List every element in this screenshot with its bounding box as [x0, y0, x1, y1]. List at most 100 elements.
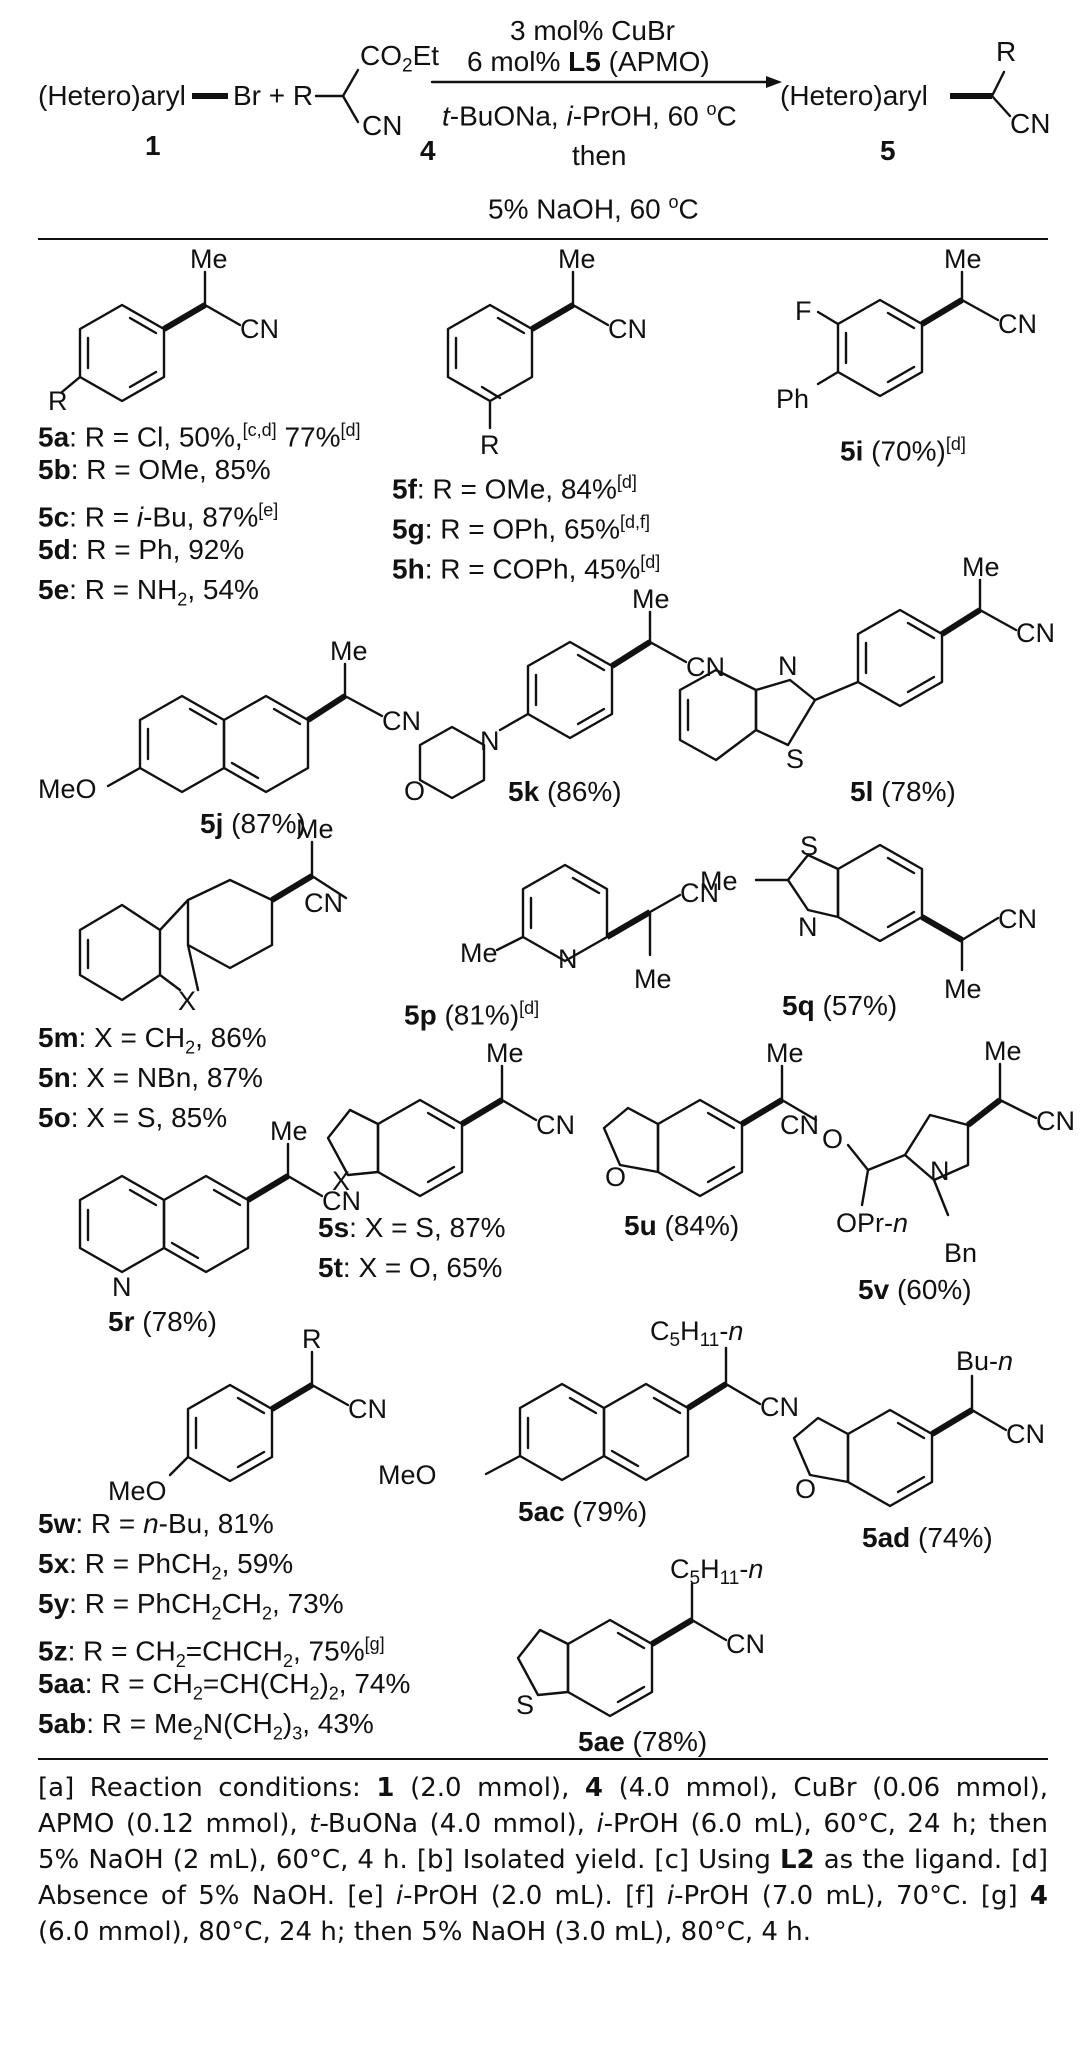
svg-text:Bn: Bn [944, 1238, 977, 1268]
svg-text:C5H11-n: C5H11-n [670, 1554, 763, 1589]
svg-text:Me: Me [962, 552, 1000, 582]
label-5w: 5w: R = n-Bu, 81% [38, 1508, 274, 1539]
svg-text:C5H11-n: C5H11-n [650, 1316, 743, 1351]
svg-text:CN: CN [998, 904, 1037, 934]
label-5j: 5j (87%) [200, 808, 306, 839]
svg-text:O: O [404, 776, 425, 806]
footnote-divider [38, 1758, 1048, 1760]
svg-text:X: X [332, 1166, 350, 1196]
structure-5p [495, 863, 682, 963]
svg-text:S: S [516, 1690, 534, 1720]
svg-text:CN: CN [998, 309, 1037, 339]
label-5a: 5a: R = Cl, 50%,[c,d] 77%[d] [38, 420, 361, 453]
label-5b: 5b: R = OMe, 85% [38, 454, 271, 485]
svg-text:Me: Me [944, 244, 982, 274]
label-5q: 5q (57%) [782, 990, 898, 1021]
reagent-4-number: 4 [420, 135, 436, 166]
reagent-aryl-label: (Hetero)aryl [38, 80, 186, 111]
condition-ligand: 6 mol% L5 (APMO) [467, 46, 710, 77]
svg-text:Me: Me [984, 1036, 1022, 1066]
label-5k: 5k (86%) [508, 776, 622, 807]
svg-text:S: S [800, 831, 818, 861]
label-5ac: 5ac (79%) [518, 1496, 648, 1527]
structure-5f [446, 270, 610, 430]
svg-text:Me: Me [558, 244, 596, 274]
svg-text:CN: CN [536, 1110, 575, 1140]
svg-text:Me: Me [270, 1116, 308, 1146]
label-5y: 5y: R = PhCH2CH2, 73% [38, 1588, 344, 1624]
label-5o: 5o: X = S, 85% [38, 1102, 228, 1133]
svg-text:Me: Me [700, 866, 738, 896]
structure-5l [678, 578, 1018, 762]
label-5r: 5r (78%) [108, 1306, 217, 1337]
svg-text:Me: Me [330, 636, 368, 666]
label-5h: 5h: R = COPh, 45%[d] [392, 552, 661, 585]
structure-5w [168, 1350, 350, 1483]
svg-text:CN: CN [1006, 1419, 1045, 1449]
svg-text:CN: CN [686, 652, 725, 682]
svg-text:Me: Me [632, 584, 670, 614]
structure-5k [418, 610, 688, 800]
label-5e: 5e: R = NH2, 54% [38, 574, 259, 610]
svg-text:Me: Me [766, 1038, 804, 1068]
label-5aa: 5aa: R = CH2=CH(CH2)2, 74% [38, 1668, 411, 1704]
svg-text:Me: Me [190, 244, 228, 274]
svg-text:N: N [480, 726, 500, 756]
svg-text:S: S [786, 744, 804, 774]
condition-naoh: 5% NaOH, 60 oC [488, 192, 699, 225]
label-5s: 5s: X = S, 87% [318, 1212, 506, 1243]
svg-text:F: F [795, 296, 812, 326]
svg-text:O: O [605, 1162, 626, 1192]
label-5m: 5m: X = CH2, 86% [38, 1022, 267, 1058]
svg-text:Me: Me [486, 1038, 524, 1068]
svg-text:Me: Me [944, 974, 982, 1004]
label-5v: 5v (60%) [858, 1274, 972, 1305]
svg-text:CN: CN [348, 1394, 387, 1424]
malonate-ester-label: CO2Et [360, 40, 440, 77]
svg-text:CN: CN [1016, 618, 1055, 648]
svg-text:CN: CN [240, 314, 279, 344]
svg-text:CN: CN [780, 1110, 819, 1140]
svg-text:Me: Me [634, 964, 672, 994]
svg-text:O: O [822, 1124, 843, 1154]
label-5l: 5l (78%) [850, 776, 956, 807]
label-5ab: 5ab: R = Me2N(CH2)3, 43% [38, 1708, 374, 1744]
svg-text:O: O [795, 1474, 816, 1504]
svg-text:CN: CN [760, 1392, 799, 1422]
scheme-bonds [192, 68, 1012, 124]
condition-cubr: 3 mol% CuBr [510, 15, 675, 46]
svg-text:R: R [48, 386, 68, 416]
label-5n: 5n: X = NBn, 87% [38, 1062, 263, 1093]
reagent-br-label: Br + R [233, 80, 314, 111]
structure-5i [816, 270, 1000, 398]
svg-text:CN: CN [726, 1629, 765, 1659]
svg-text:X: X [178, 986, 196, 1016]
structure-5ac [484, 1346, 762, 1482]
structure-5j [106, 662, 384, 794]
svg-text:MeO: MeO [108, 1476, 167, 1506]
structure-5m [78, 840, 348, 1002]
structure-5v [846, 1062, 1038, 1217]
svg-text:CN: CN [322, 1186, 361, 1216]
label-5d: 5d: R = Ph, 92% [38, 534, 245, 565]
structure-5ad [792, 1374, 1008, 1508]
svg-text:OPr-n: OPr-n [836, 1208, 908, 1238]
structure-5a [60, 270, 242, 403]
product-cn-label: CN [1010, 108, 1051, 139]
label-5ae: 5ae (78%) [578, 1726, 708, 1757]
svg-text:CN: CN [382, 706, 421, 736]
label-5z: 5z: R = CH2=CHCH2, 75%[g] [38, 1634, 385, 1671]
footnote-text: [a] Reaction conditions: 1 (2.0 mmol), 4… [38, 1773, 1049, 1947]
product-r-label: R [996, 36, 1017, 67]
svg-text:N: N [558, 944, 578, 974]
svg-text:CN: CN [608, 314, 647, 344]
structure-5q [754, 843, 1000, 972]
svg-text:MeO: MeO [378, 1460, 437, 1490]
structure-5r [78, 1142, 324, 1274]
product-aryl-label: (Hetero)aryl [780, 80, 928, 111]
label-5c: 5c: R = i-Bu, 87%[e] [38, 500, 279, 533]
svg-text:MeO: MeO [38, 774, 97, 804]
svg-text:N: N [930, 1156, 950, 1186]
